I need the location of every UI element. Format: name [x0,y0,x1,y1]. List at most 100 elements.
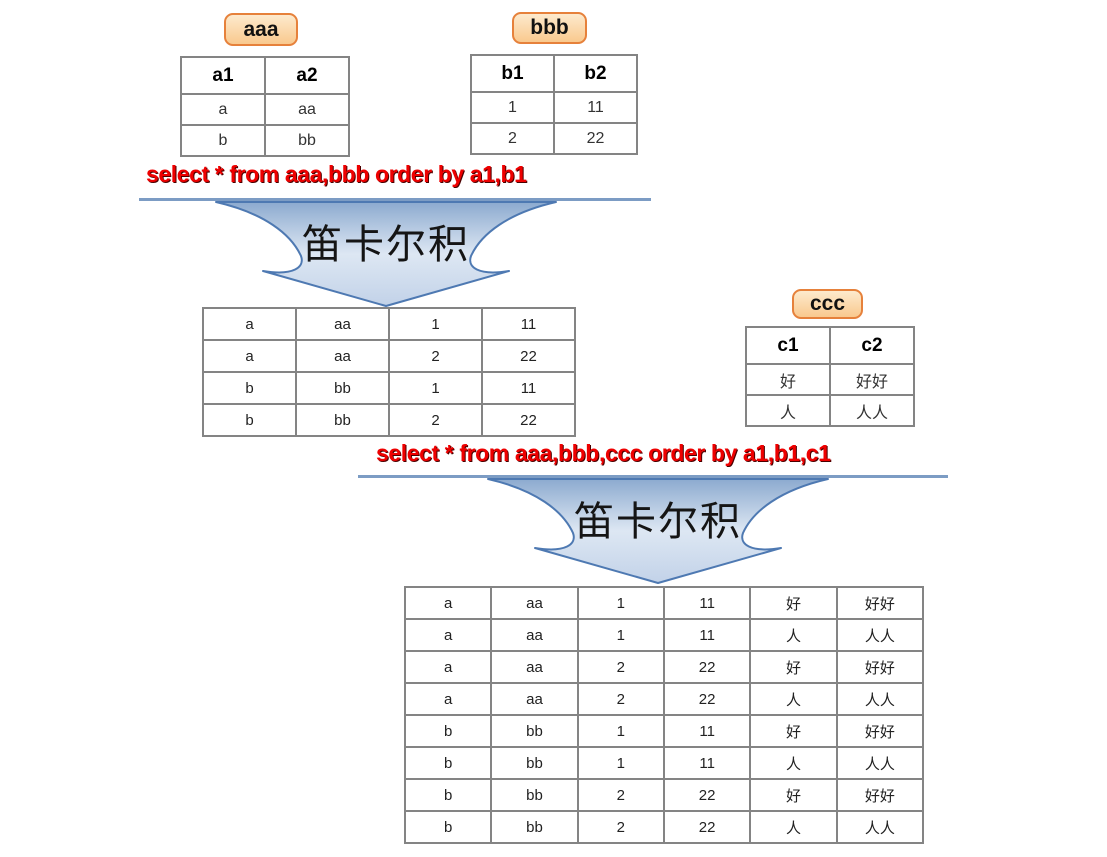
table-ccc-body: 好好好人人人 [745,363,915,427]
table-cell: aa [295,307,390,341]
table-cell: a [403,618,493,652]
column-header: a2 [264,56,350,95]
table-cell: 11 [662,586,752,620]
table-cell: 好好 [835,586,925,620]
table-cell: aa [490,682,579,716]
table-cell: 22 [481,403,576,437]
table-badge-bbb: bbb [512,12,587,44]
table-cell: b [202,371,297,405]
table-cell: b [403,810,493,844]
table-cell: 人人 [835,618,925,652]
table-cell: aa [490,618,579,652]
table-cell: 22 [481,339,576,373]
table-cell: 2 [388,339,483,373]
table-cell: b [403,714,493,748]
table-cell: 1 [470,91,555,124]
funnel-arrow-shape [487,478,829,584]
cartesian-funnel-1 [215,201,557,307]
table-cell: 好 [749,778,838,812]
table-cell: 好 [749,650,838,684]
table-cell: 22 [662,682,752,716]
table-cell: bb [490,714,579,748]
table-cell: bb [490,746,579,780]
table-cell: 2 [388,403,483,437]
table-cell: 好 [749,714,838,748]
funnel-arrow-shape [215,201,557,307]
table-cell: 1 [388,307,483,341]
table-cell: 11 [553,91,638,124]
table-cell: 22 [662,650,752,684]
table-cell: 人 [745,394,831,427]
funnel-label-2: 笛卡尔积 [574,499,742,545]
table-cell: 人 [749,810,838,844]
sql-query-1: select * from aaa,bbb order by a1,b1 [146,161,527,187]
table-cell: aa [490,586,579,620]
table-cell: aa [295,339,390,373]
table-cell: 2 [576,778,665,812]
table-cell: 11 [481,307,576,341]
table-cell: a [403,586,493,620]
funnel-label-1: 笛卡尔积 [302,222,470,268]
column-header: c2 [829,326,915,365]
table-cell: 11 [662,746,752,780]
table-cell: b [403,746,493,780]
table-cell: 1 [388,371,483,405]
table-cell: 22 [662,810,752,844]
table-cell: 2 [576,682,665,716]
connector-line-2 [358,475,948,478]
connector-line-1 [139,198,651,201]
table-cell: 1 [576,618,665,652]
table-cell: bb [295,371,390,405]
table-cell: 人人 [835,682,925,716]
table-badge-ccc: ccc [792,289,863,319]
column-header: a1 [180,56,266,95]
table-cell: b [180,124,266,157]
table-cell: aa [490,650,579,684]
table-cell: bb [490,778,579,812]
table-cell: 1 [576,746,665,780]
table-cell: 好好 [829,363,915,396]
table-cell: 人 [749,682,838,716]
table-cell: 22 [553,122,638,155]
table-cell: 好好 [835,714,925,748]
sql-query-2: select * from aaa,bbb,ccc order by a1,b1… [376,440,831,466]
table-cell: 2 [470,122,555,155]
table-cell: bb [490,810,579,844]
column-header: b1 [470,54,555,93]
table-cell: 11 [662,618,752,652]
table-cell: 好好 [835,778,925,812]
table-cell: 1 [576,586,665,620]
table-cell: 2 [576,810,665,844]
table-cell: 人人 [835,746,925,780]
table-cell: a [403,650,493,684]
column-header: c1 [745,326,831,365]
table-row: 人人人 [745,394,915,427]
